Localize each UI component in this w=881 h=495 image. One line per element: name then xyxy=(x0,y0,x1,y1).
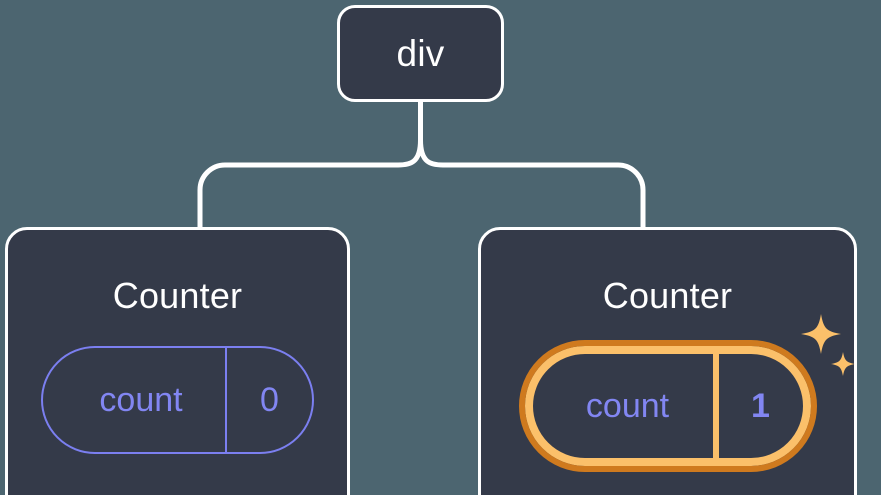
node-counter-left[interactable]: Counter count 0 xyxy=(5,227,350,495)
state-key: count xyxy=(585,387,670,425)
node-root-div[interactable]: div xyxy=(337,5,504,102)
state-pill-wrapper-highlighted: count 1 xyxy=(518,340,817,472)
node-title: Counter xyxy=(112,275,243,316)
state-value: 0 xyxy=(225,348,312,452)
node-title: Counter xyxy=(602,275,733,316)
state-pill[interactable]: count 0 xyxy=(41,346,314,454)
state-pill-highlighted[interactable]: count 1 xyxy=(518,340,817,472)
node-counter-right[interactable]: Counter count 1 xyxy=(478,227,857,495)
state-value: 1 xyxy=(712,354,803,458)
state-key: count xyxy=(99,381,183,419)
state-pill-wrapper: count 0 xyxy=(41,346,314,454)
node-root-label: div xyxy=(396,33,445,74)
